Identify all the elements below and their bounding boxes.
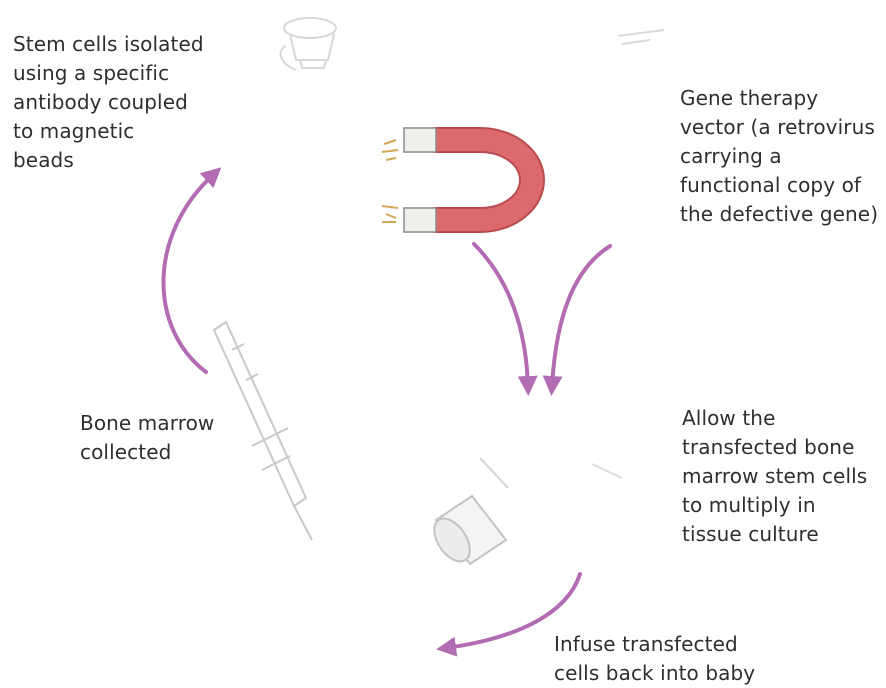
culture-tube-icon [427,458,622,568]
magnet-icon [382,128,544,232]
arrow-vector-to-culture [552,246,610,386]
label-allow-cells-multiply: Allow the transfected bone marrow stem c… [682,404,867,549]
label-stem-cells-isolated: Stem cells isolated using a specific ant… [13,30,204,175]
label-bone-marrow-collected: Bone marrow collected [80,409,214,467]
arrow-collect-to-isolate [163,174,214,372]
sketch-mark-top-right [618,30,664,44]
baby-bottle-icon [281,18,336,70]
label-gene-therapy-vector: Gene therapy vector (a retrovirus carryi… [680,84,878,229]
syringe-icon [214,322,312,540]
label-infuse-cells: Infuse transfected cells back into baby [554,630,755,688]
arrow-magnet-to-culture [474,244,528,386]
